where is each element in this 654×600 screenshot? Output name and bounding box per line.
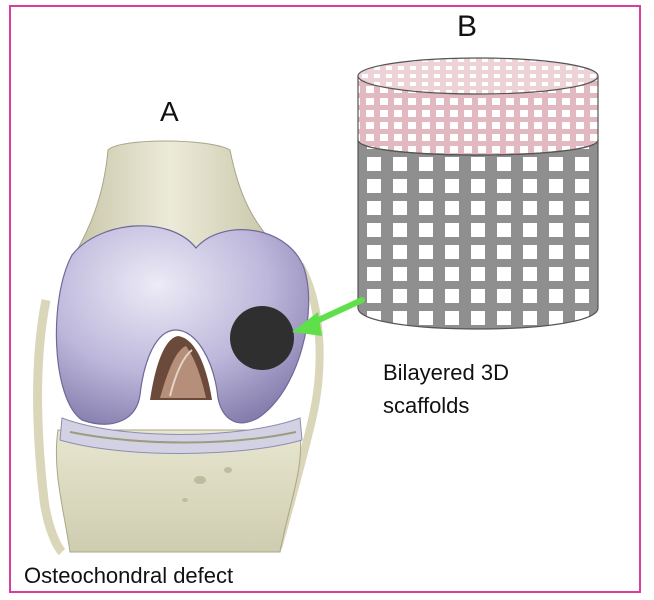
scaffold-caption-line1: Bilayered 3D	[383, 356, 509, 389]
defect-caption: Osteochondral defect	[24, 563, 233, 589]
scaffold-caption-line2: scaffolds	[383, 389, 509, 422]
panel-a-label: A	[160, 96, 179, 128]
scaffold-caption: Bilayered 3D scaffolds	[383, 356, 509, 422]
defect-circle	[230, 306, 294, 370]
panel-b-label: B	[457, 10, 477, 44]
scaffold-cylinder	[358, 58, 598, 329]
